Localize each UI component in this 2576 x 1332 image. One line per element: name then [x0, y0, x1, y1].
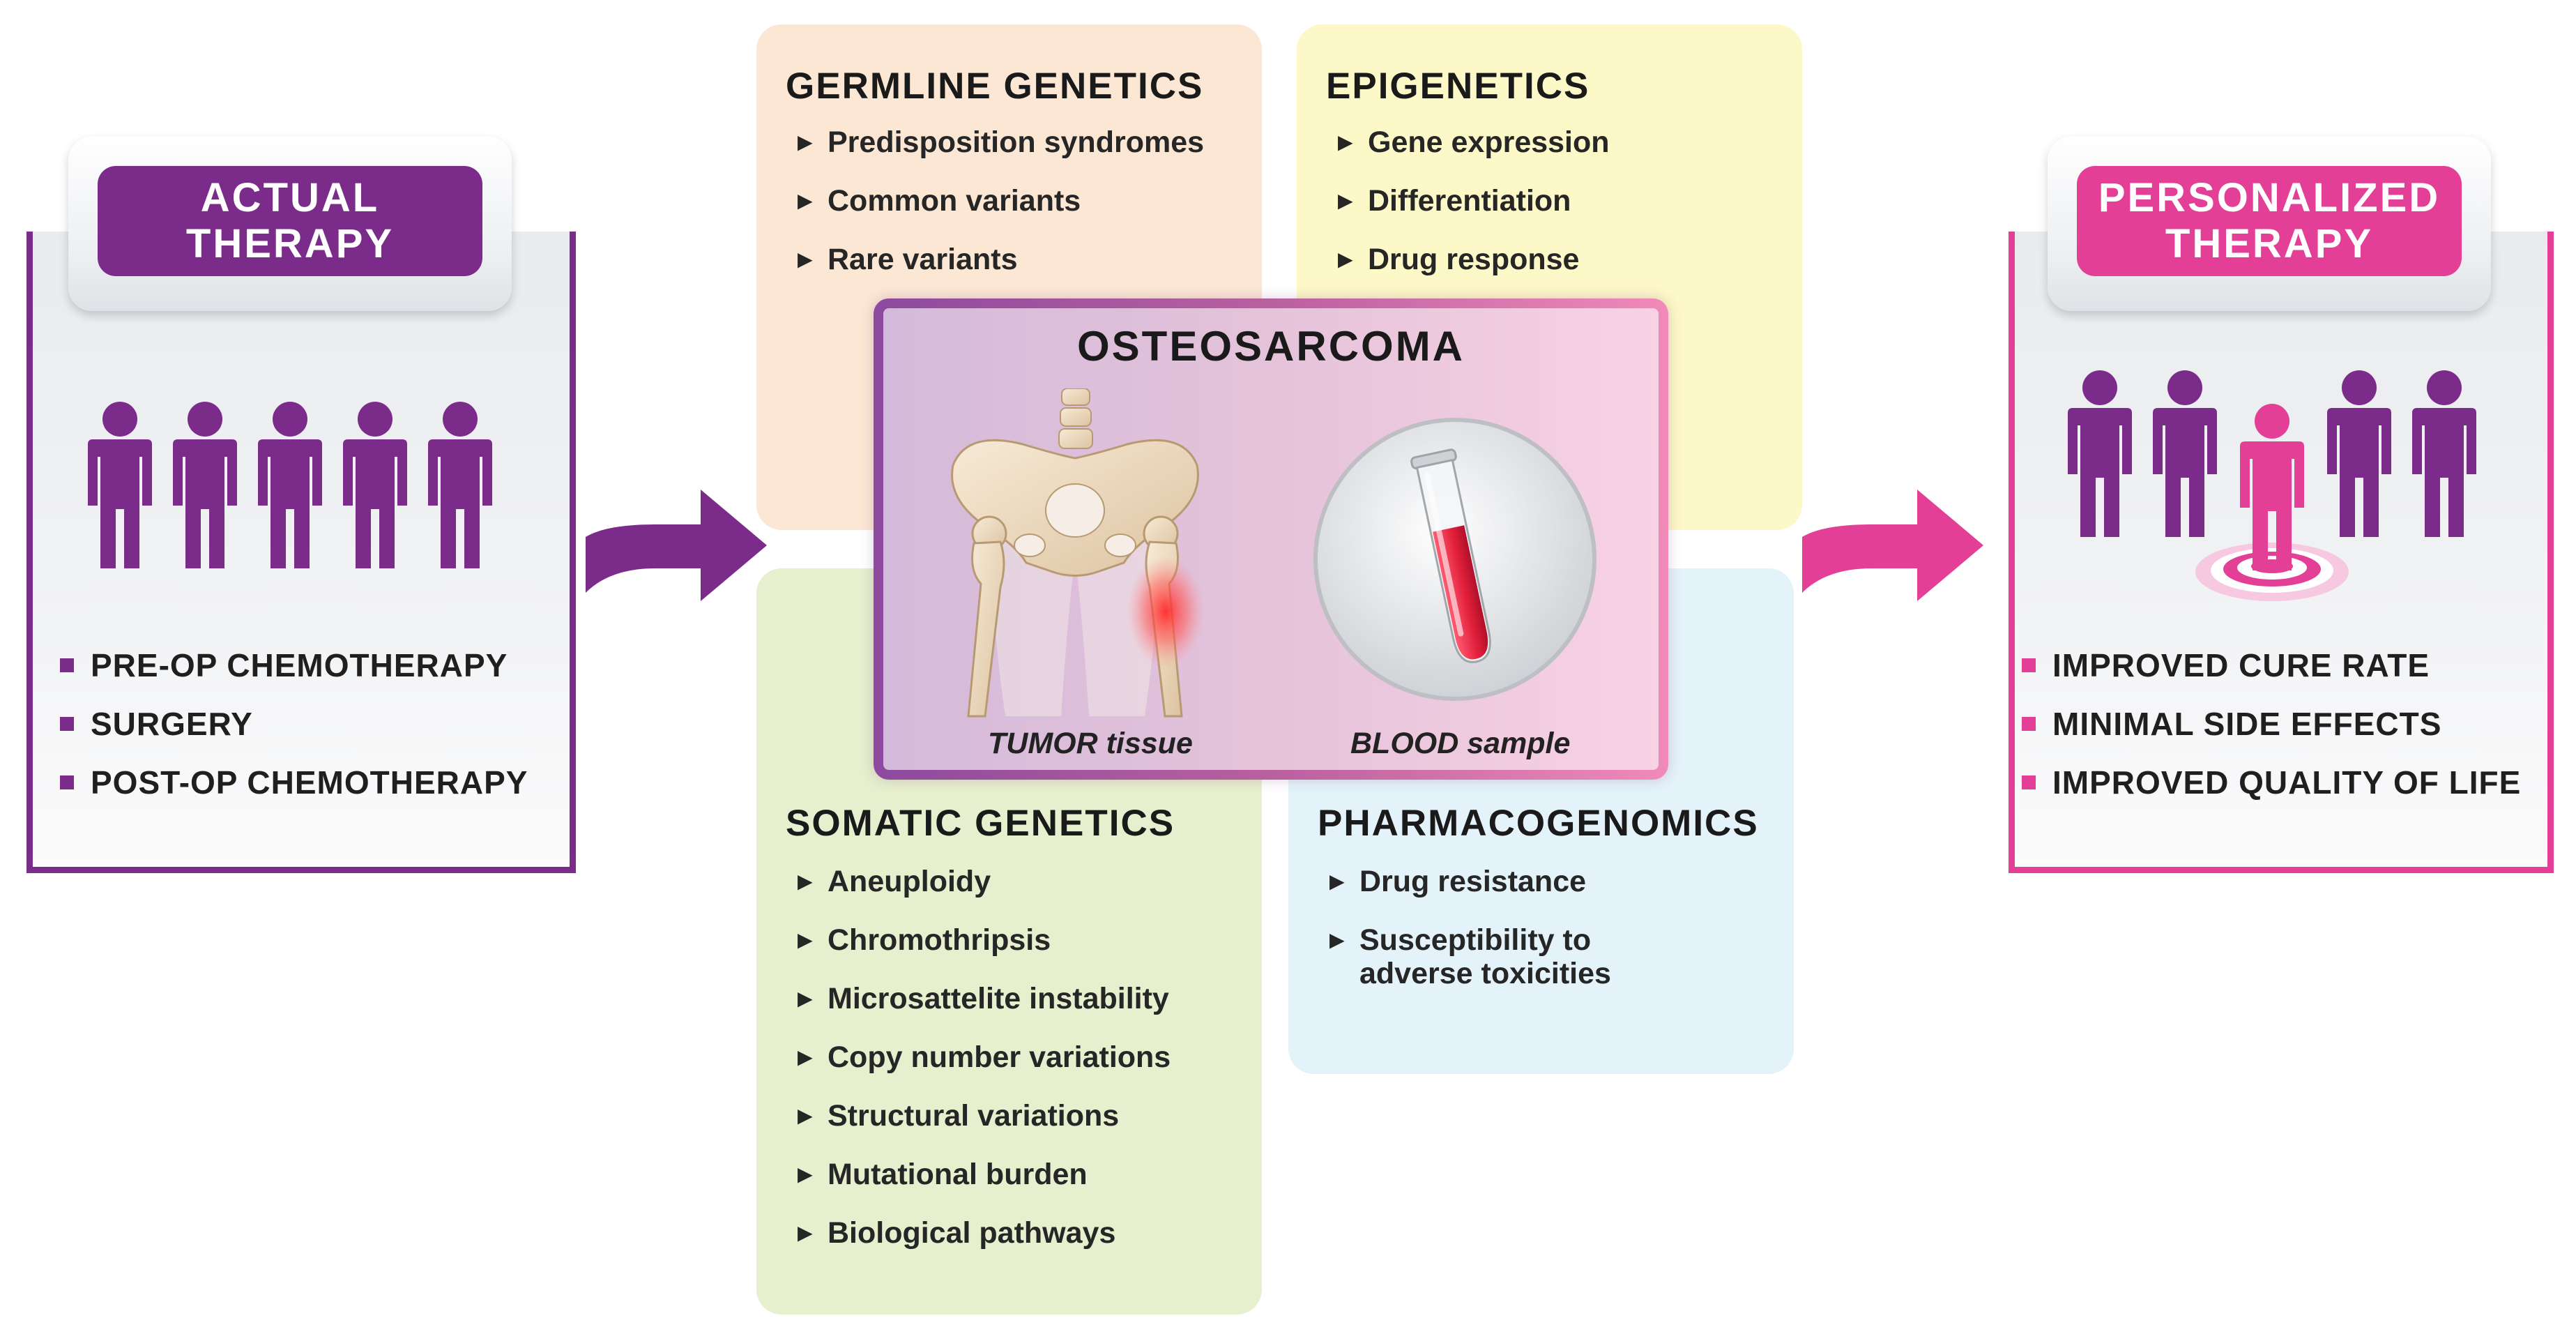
list-item: ►Susceptibility to adverse toxicities — [1325, 923, 1611, 990]
triangle-bullet-icon: ► — [793, 1043, 818, 1071]
osteosarcoma-title: OSTEOSARCOMA — [1076, 323, 1465, 370]
personalized-therapy-list: IMPROVED CURE RATE MINIMAL SIDE EFFECTS … — [2022, 636, 2521, 812]
actual-therapy-list: PRE-OP CHEMOTHERAPY SURGERY POST-OP CHEM… — [60, 636, 528, 812]
pharmacogenomics-list: ►Drug resistance ►Susceptibility to adve… — [1325, 865, 1611, 990]
triangle-bullet-icon: ► — [793, 867, 818, 895]
epigenetics-list: ►Gene expression ►Differentiation ►Drug … — [1333, 126, 1610, 301]
list-item: ►Drug response — [1333, 243, 1580, 276]
triangle-bullet-icon: ► — [1325, 925, 1350, 954]
personalized-therapy-title: PERSONALIZED THERAPY — [2077, 166, 2462, 276]
blood-sample-caption: BLOOD sample — [1350, 727, 1571, 760]
person-icon — [88, 402, 152, 568]
personalized-therapy-title-card: PERSONALIZED THERAPY — [2048, 137, 2491, 311]
list-item: ►Predisposition syndromes — [793, 126, 1205, 159]
square-bullet-icon — [60, 717, 74, 731]
square-bullet-icon — [2022, 775, 2036, 789]
triangle-bullet-icon: ► — [793, 984, 818, 1013]
tumor-highlight — [1127, 556, 1204, 667]
person-icon — [2412, 370, 2476, 537]
triangle-bullet-icon: ► — [793, 1218, 818, 1247]
triangle-bullet-icon: ► — [793, 1101, 818, 1130]
target-icon — [2195, 543, 2349, 601]
tumor-tissue-caption: TUMOR tissue — [988, 727, 1193, 760]
square-bullet-icon — [2022, 658, 2036, 672]
triangle-bullet-icon: ► — [793, 245, 818, 273]
epigenetics-title: EPIGENETICS — [1326, 66, 1590, 107]
targeted-patient-group-icon — [2068, 370, 2476, 601]
person-icon — [428, 402, 492, 568]
triangle-bullet-icon: ► — [793, 1160, 818, 1188]
list-item: ►Common variants — [793, 184, 1081, 218]
patients-group-icon — [88, 402, 492, 568]
somatic-genetics-list: ►Aneuploidy ►Chromothripsis ►Microsattel… — [793, 865, 1171, 1275]
person-icon — [2153, 370, 2217, 537]
list-item: ►Chromothripsis — [793, 923, 1051, 957]
list-item: IMPROVED QUALITY OF LIFE — [2022, 753, 2521, 812]
arrow-right-icon — [586, 490, 767, 601]
pelvis-illustration — [951, 388, 1204, 718]
list-item: ►Copy number variations — [793, 1040, 1171, 1074]
actual-therapy-title-card: ACTUAL THERAPY — [68, 137, 512, 311]
list-item: ►Gene expression — [1333, 126, 1610, 159]
germline-genetics-list: ►Predisposition syndromes ►Common varian… — [793, 126, 1204, 301]
osteosarcoma-frame: OSTEOSARCOMA — [874, 298, 1668, 780]
person-icon — [2327, 370, 2391, 537]
person-icon — [2068, 370, 2132, 537]
actual-therapy-title: ACTUAL THERAPY — [98, 166, 482, 276]
triangle-bullet-icon: ► — [1333, 186, 1358, 215]
square-bullet-icon — [2022, 717, 2036, 731]
person-icon — [258, 402, 322, 568]
list-item: POST-OP CHEMOTHERAPY — [60, 753, 528, 812]
somatic-genetics-title: SOMATIC GENETICS — [786, 803, 1175, 844]
list-item: IMPROVED CURE RATE — [2022, 636, 2521, 695]
triangle-bullet-icon: ► — [1325, 867, 1350, 895]
square-bullet-icon — [60, 658, 74, 672]
pharmacogenomics-title: PHARMACOGENOMICS — [1318, 803, 1759, 844]
square-bullet-icon — [60, 775, 74, 789]
list-item: ►Structural variations — [793, 1099, 1120, 1133]
germline-genetics-title: GERMLINE GENETICS — [786, 66, 1204, 107]
person-icon — [173, 402, 237, 568]
list-item: ►Drug resistance — [1325, 865, 1587, 898]
list-item: MINIMAL SIDE EFFECTS — [2022, 695, 2521, 753]
triangle-bullet-icon: ► — [793, 925, 818, 954]
triangle-bullet-icon: ► — [793, 128, 818, 156]
list-item: ►Differentiation — [1333, 184, 1571, 218]
triangle-bullet-icon: ► — [1333, 128, 1358, 156]
list-item: ►Aneuploidy — [793, 865, 991, 898]
list-item: ►Mutational burden — [793, 1158, 1088, 1191]
triangle-bullet-icon: ► — [1333, 245, 1358, 273]
triangle-bullet-icon: ► — [793, 186, 818, 215]
list-item: SURGERY — [60, 695, 528, 753]
list-item: ►Biological pathways — [793, 1216, 1116, 1250]
list-item: ►Rare variants — [793, 243, 1018, 276]
list-item: ►Microsattelite instability — [793, 982, 1169, 1015]
test-tube-icon — [1313, 418, 1596, 701]
person-icon — [343, 402, 407, 568]
list-item: PRE-OP CHEMOTHERAPY — [60, 636, 528, 695]
arrow-right-icon — [1802, 490, 1983, 601]
